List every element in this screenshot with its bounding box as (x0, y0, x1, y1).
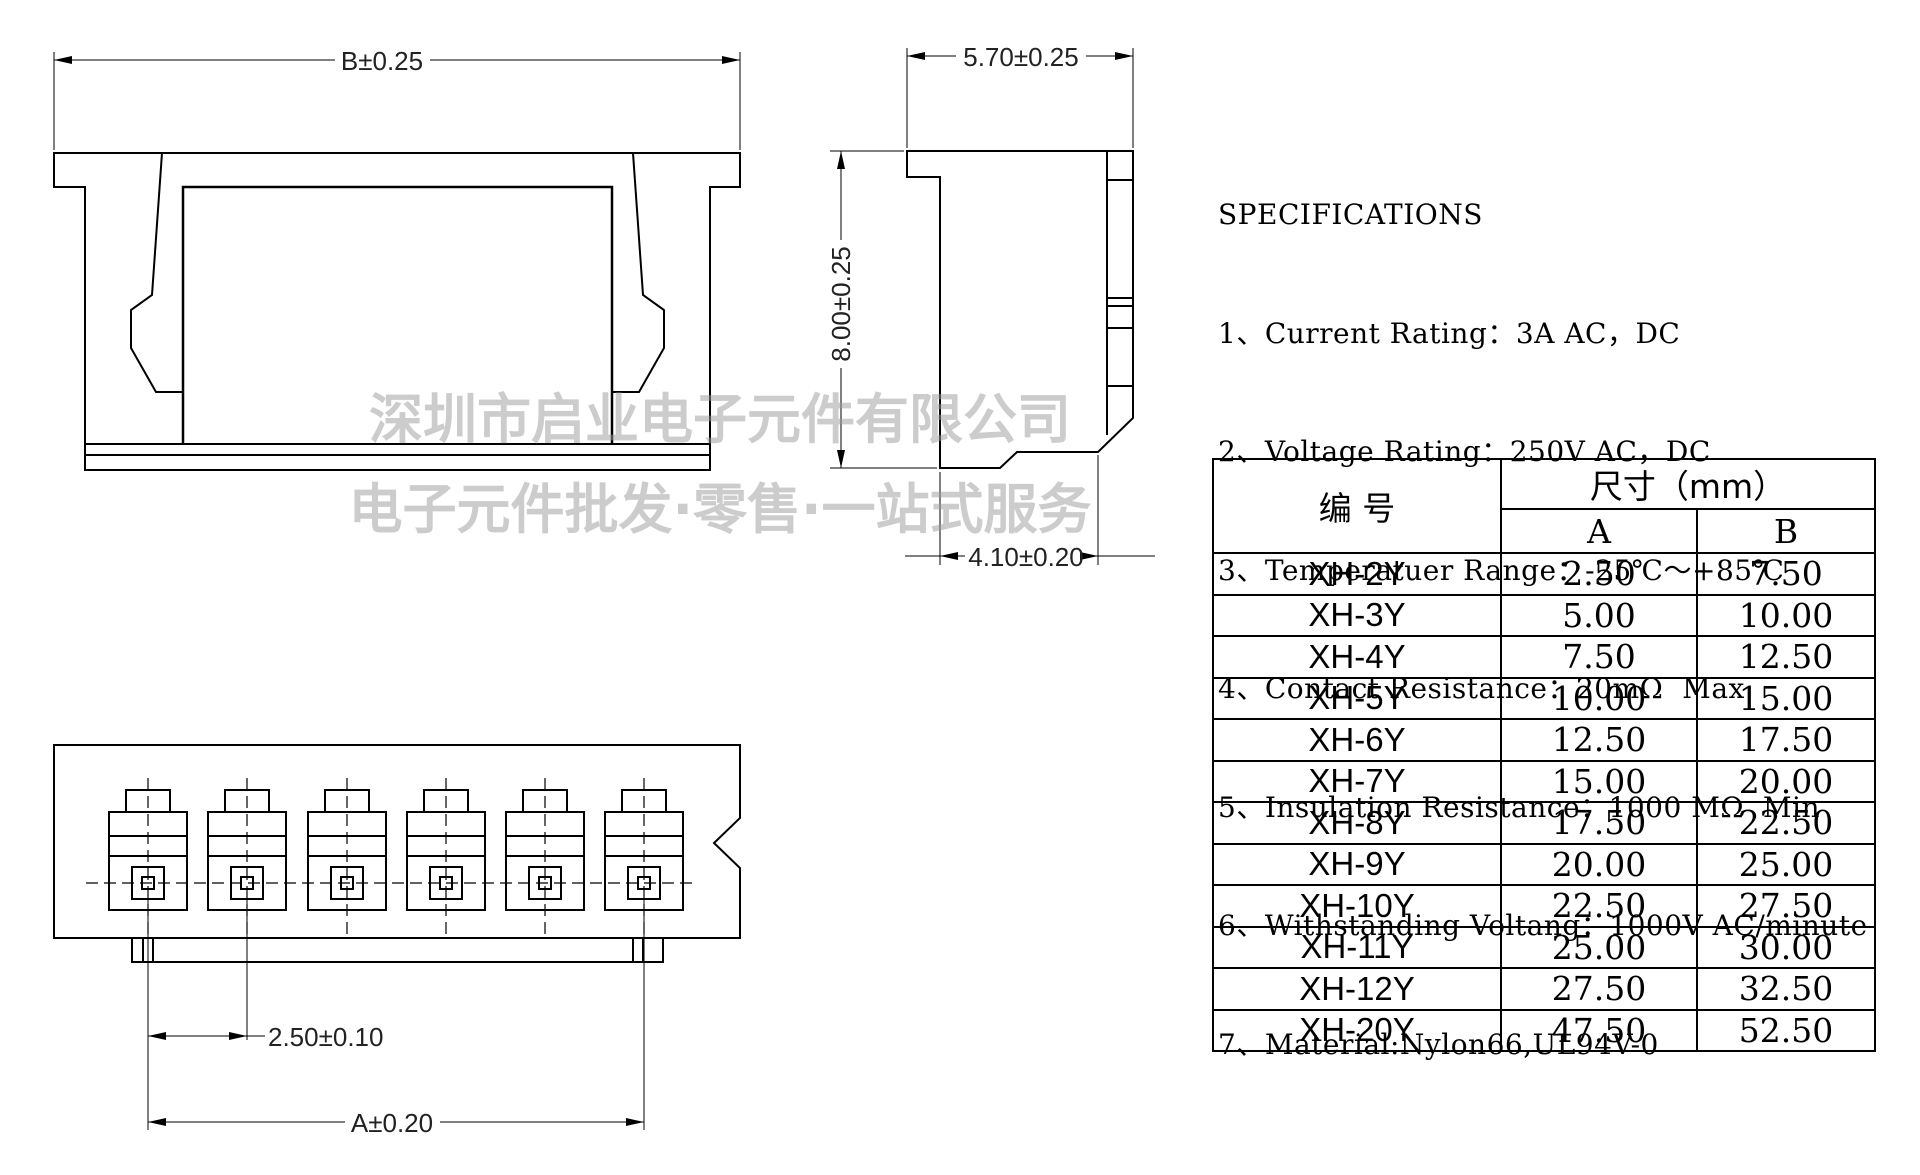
b-cell: 22.50 (1696, 801, 1876, 845)
b-cell: 17.50 (1696, 718, 1876, 762)
b-cell: 10.00 (1696, 593, 1876, 637)
a-cell: 22.50 (1500, 884, 1698, 928)
col-a-header: A (1500, 508, 1698, 554)
b-cell: 30.00 (1696, 925, 1876, 969)
model-cell: XH-2Y (1212, 552, 1502, 596)
b-cell: 52.50 (1696, 1008, 1876, 1052)
pin-cavity (505, 778, 585, 935)
a-cell: 5.00 (1500, 593, 1698, 637)
model-cell: XH-12Y (1212, 967, 1502, 1011)
model-header: 编 号 (1212, 458, 1502, 554)
a-cell: 20.00 (1500, 842, 1698, 886)
model-cell: XH-5Y (1212, 676, 1502, 720)
model-cell: XH-9Y (1212, 842, 1502, 886)
side-view (906, 150, 1134, 469)
spec-title: SPECIFICATIONS (1218, 198, 1483, 231)
dim-height-label: 8.00±0.25 (826, 246, 856, 361)
model-cell: XH-10Y (1212, 884, 1502, 928)
model-cell: XH-4Y (1212, 635, 1502, 679)
model-cell: XH-7Y (1212, 759, 1502, 803)
b-cell: 27.50 (1696, 884, 1876, 928)
a-cell: 25.00 (1500, 925, 1698, 969)
model-cell: XH-11Y (1212, 925, 1502, 969)
model-cell: XH-8Y (1212, 801, 1502, 845)
pin-cavity (406, 778, 486, 935)
a-cell: 47.50 (1500, 1008, 1698, 1052)
b-cell: 25.00 (1696, 842, 1876, 886)
a-cell: 17.50 (1500, 801, 1698, 845)
dim-b (53, 52, 741, 150)
dim-a-label: A±0.20 (351, 1108, 433, 1138)
spec-item: 1、Current Rating：3A AC，DC (1218, 316, 1681, 350)
watermark-line1: 深圳市启业电子元件有限公司 (369, 388, 1071, 451)
a-cell: 27.50 (1500, 967, 1698, 1011)
top-view (53, 744, 741, 963)
pin-cavity (307, 778, 387, 935)
b-cell: 7.50 (1696, 552, 1876, 596)
front-view (53, 152, 741, 471)
size-header: 尺寸（mm） (1500, 458, 1876, 510)
a-cell: 7.50 (1500, 635, 1698, 679)
a-cell: 12.50 (1500, 718, 1698, 762)
b-cell: 32.50 (1696, 967, 1876, 1011)
dim-side-width-label: 5.70±0.25 (963, 42, 1078, 72)
watermark-line2: 电子元件批发·零售·一站式服务 (348, 478, 1091, 541)
model-cell: XH-6Y (1212, 718, 1502, 762)
dim-side-depth-label: 4.10±0.20 (968, 542, 1083, 572)
pin-cavities (108, 778, 684, 935)
a-cell: 10.00 (1500, 676, 1698, 720)
a-cell: 15.00 (1500, 759, 1698, 803)
b-cell: 20.00 (1696, 759, 1876, 803)
dim-top (147, 900, 645, 1130)
b-cell: 12.50 (1696, 635, 1876, 679)
dim-b-label: B±0.25 (341, 46, 423, 76)
model-cell: XH-3Y (1212, 593, 1502, 637)
dim-pitch-label: 2.50±0.10 (268, 1022, 383, 1052)
a-cell: 2.50 (1500, 552, 1698, 596)
col-b-header: B (1696, 508, 1876, 554)
model-cell: XH-20Y (1212, 1008, 1502, 1052)
b-cell: 15.00 (1696, 676, 1876, 720)
